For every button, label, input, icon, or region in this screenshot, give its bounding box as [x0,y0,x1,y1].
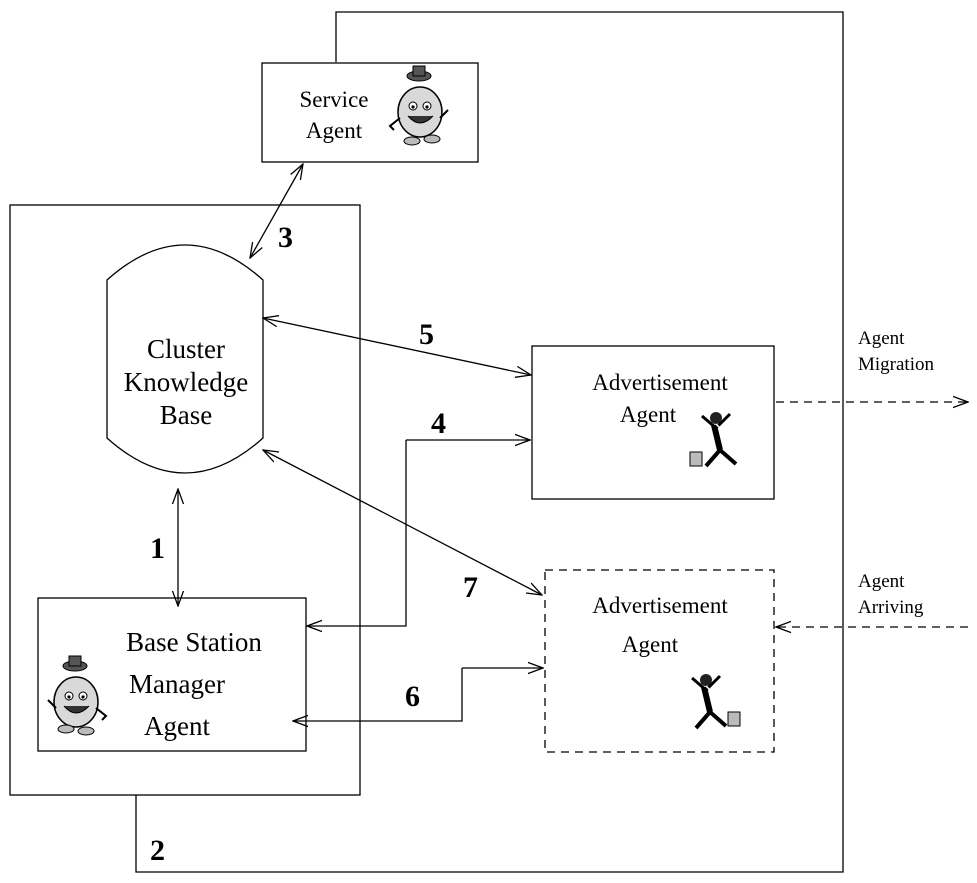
knowledge-base-label-line2: Knowledge [124,367,248,397]
ad-agent-top-label-line2: Agent [620,402,677,427]
step-label-5: 5 [419,318,434,351]
migration-label-line2: Migration [858,354,934,375]
ad-agent-top-label-line1: Advertisement [592,370,728,395]
migration-label-line1: Agent [858,328,905,349]
running-businessman-icon [689,412,738,468]
ad-agent-bottom-label-line2: Agent [622,632,679,657]
service-agent-box: Service Agent [261,62,479,163]
service-agent-label-line2: Agent [306,118,363,143]
base-station-label-line2: Manager [129,669,225,699]
base-station-label-line3: Agent [144,711,210,741]
step-label-4: 4 [431,407,446,440]
step-label-7: 7 [463,571,478,604]
arriving-label-line1: Agent [858,571,905,592]
base-station-box: Base Station Manager Agent [37,597,307,752]
arrow-7 [263,450,542,595]
step-label-1: 1 [150,532,165,565]
step-label-2: 2 [150,834,165,867]
knowledge-base-cylinder: Cluster Knowledge Base [106,244,264,474]
ad-agent-bottom-label-line1: Advertisement [592,593,728,618]
service-agent-label-line1: Service [300,87,369,112]
arriving-label-line2: Arriving [858,597,924,618]
knowledge-base-label-line1: Cluster [147,334,225,364]
arrow-6-return [293,668,463,721]
arrow-5 [263,318,531,375]
step-label-6: 6 [405,680,420,713]
feedback-loop-line [136,11,844,873]
arrow-3 [250,164,303,258]
running-businessman-icon [691,674,741,730]
knowledge-base-label-line3: Base [160,400,213,430]
advertisement-agent-top-box: Advertisement Agent [531,345,775,500]
smiley-agent-icon [47,655,108,736]
base-station-label-line1: Base Station [126,627,262,657]
advertisement-agent-bottom-box: Advertisement Agent [544,569,775,753]
smiley-agent-icon [388,65,449,146]
step-label-3: 3 [278,221,293,254]
